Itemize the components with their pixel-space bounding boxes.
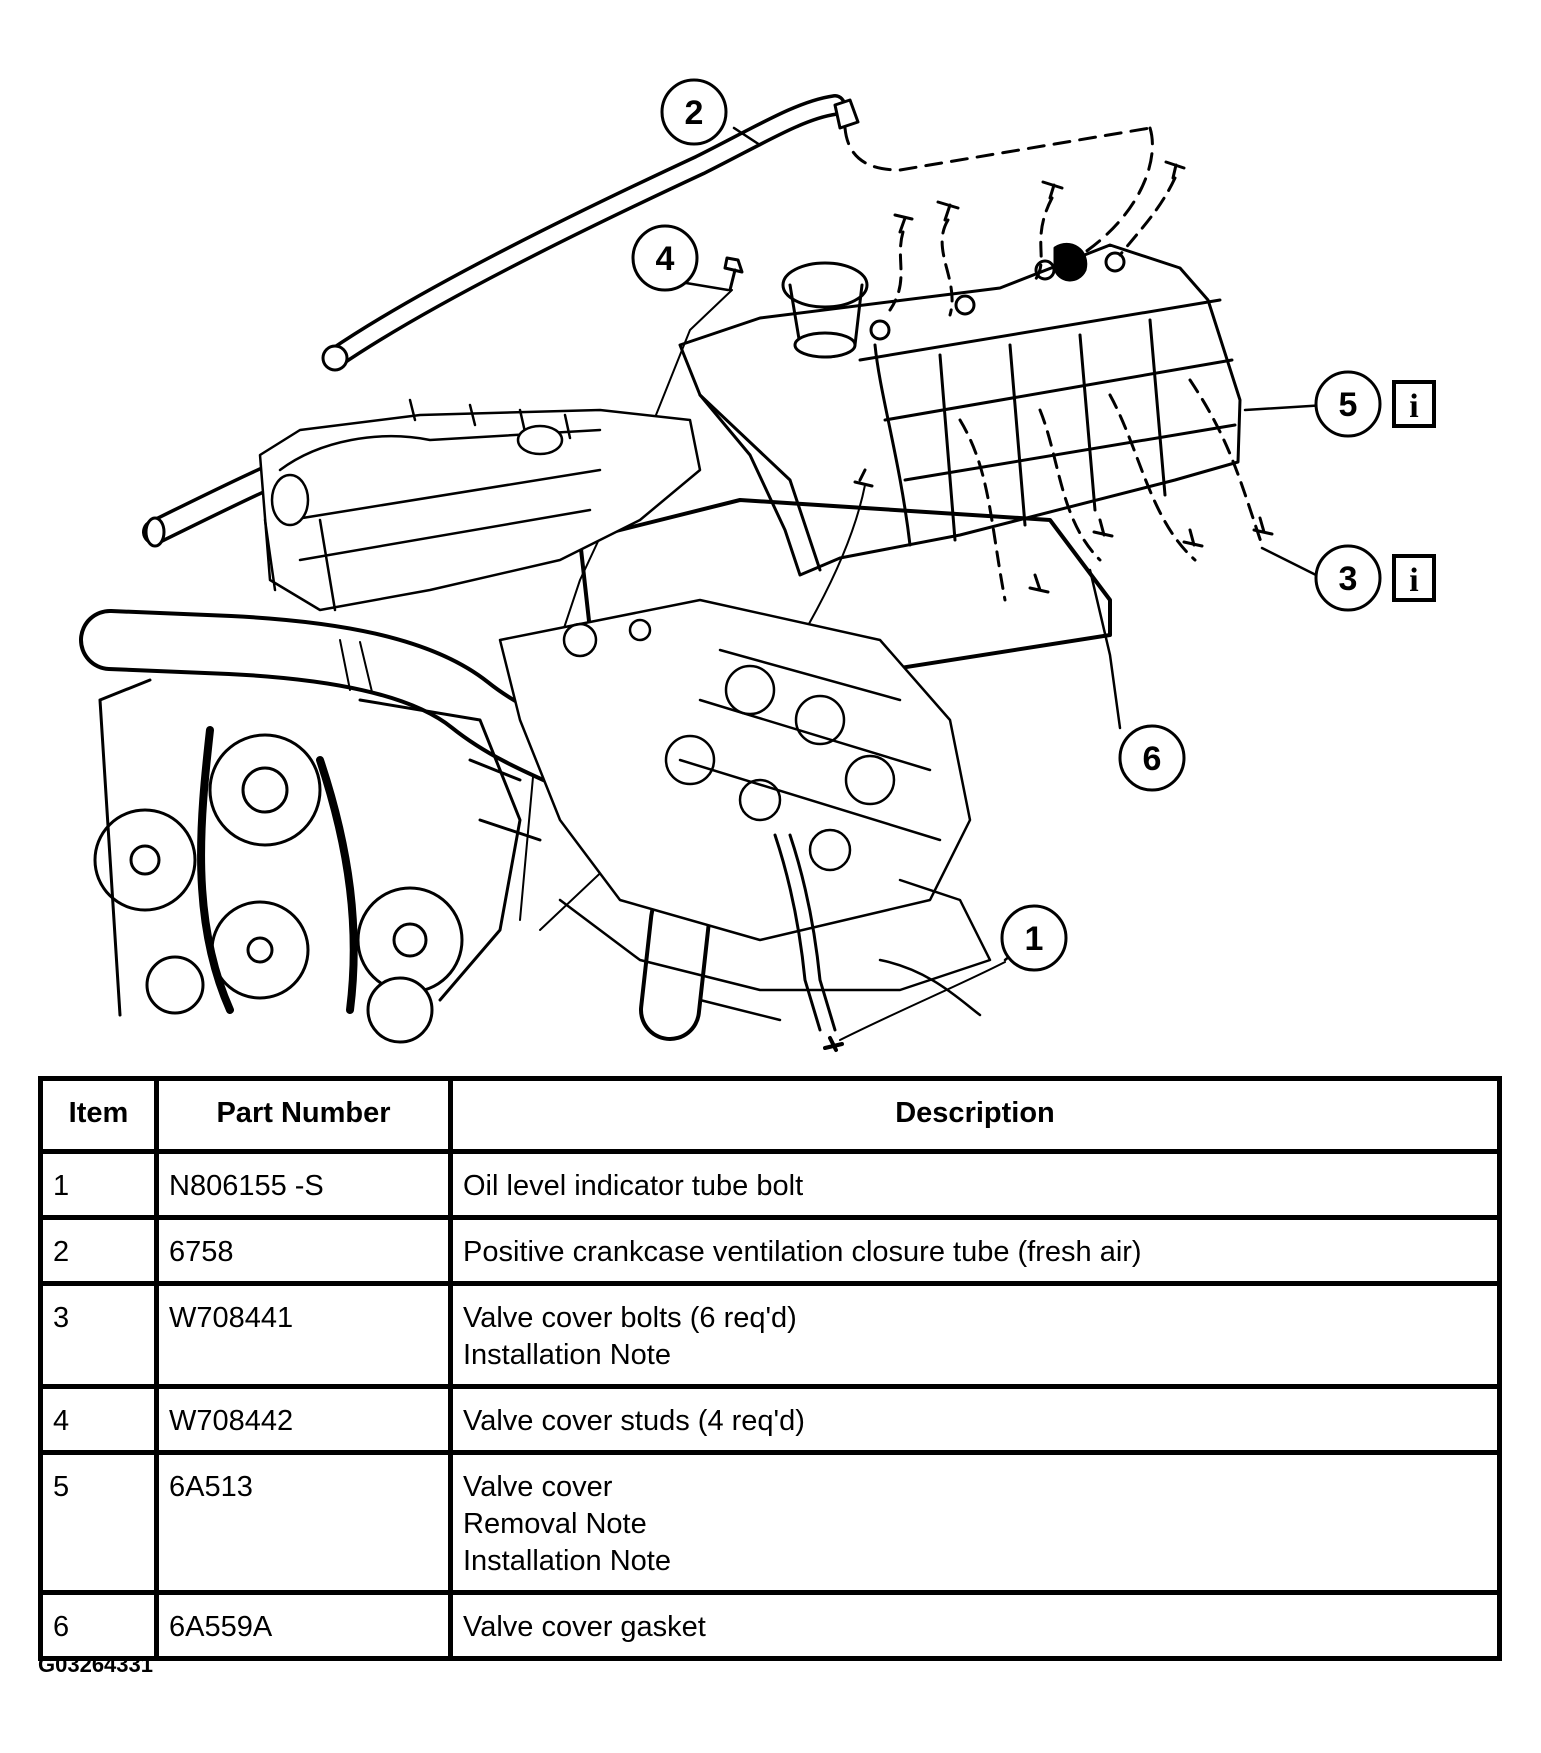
table-row: 4 W708442 Valve cover studs (4 req'd) <box>38 1384 1502 1455</box>
description-line: Installation Note <box>463 1545 671 1577</box>
description-line: Valve cover gasket <box>463 1611 706 1643</box>
valve-cover-bolts <box>958 378 1274 602</box>
svg-text:4: 4 <box>656 240 675 278</box>
callout-4: 4 <box>631 224 699 292</box>
cell-item: 6 <box>38 1590 159 1661</box>
description-line: Valve cover bolts (6 req'd) <box>463 1302 797 1334</box>
parts-table: Item Part Number Description 1 N806155 -… <box>38 1076 1502 1661</box>
callout-5-info-icon: i <box>1392 380 1436 428</box>
cell-description: Oil level indicator tube bolt <box>448 1149 1502 1220</box>
figure-id: G03264331 <box>38 1652 153 1677</box>
cell-part-number: W708441 <box>154 1281 453 1389</box>
svg-text:i: i <box>1409 562 1418 599</box>
callout-3: 3 <box>1314 544 1382 612</box>
cell-item: 3 <box>38 1281 159 1389</box>
cell-description: Valve cover gasket <box>448 1590 1502 1661</box>
callout-5: 5 <box>1314 370 1382 438</box>
svg-text:6: 6 <box>1143 740 1162 778</box>
cell-part-number: 6A559A <box>154 1590 453 1661</box>
header-item: Item <box>38 1076 159 1154</box>
cell-item: 5 <box>38 1450 159 1595</box>
description-line: Valve cover studs (4 req'd) <box>463 1405 805 1437</box>
description-line: Positive crankcase ventilation closure t… <box>463 1236 1142 1268</box>
cell-description: Valve cover bolts (6 req'd) Installation… <box>448 1281 1502 1389</box>
description-line: Valve cover <box>463 1471 613 1503</box>
header-part-number: Part Number <box>154 1076 453 1154</box>
table-row: 1 N806155 -S Oil level indicator tube bo… <box>38 1149 1502 1220</box>
table-row: 3 W708441 Valve cover bolts (6 req'd) In… <box>38 1281 1502 1389</box>
cell-item: 4 <box>38 1384 159 1455</box>
cell-item: 2 <box>38 1215 159 1286</box>
callout-2: 2 <box>660 78 728 146</box>
cylinder-head <box>498 598 972 942</box>
table-header-row: Item Part Number Description <box>38 1076 1502 1154</box>
table-row: 2 6758 Positive crankcase ventilation cl… <box>38 1215 1502 1286</box>
table-row: 6 6A559A Valve cover gasket <box>38 1590 1502 1661</box>
svg-text:2: 2 <box>685 94 704 132</box>
description-line: Oil level indicator tube bolt <box>463 1170 804 1202</box>
intake-manifold <box>258 398 702 612</box>
cell-part-number: N806155 -S <box>154 1149 453 1220</box>
description-line: Removal Note <box>463 1508 647 1540</box>
cell-item: 1 <box>38 1149 159 1220</box>
svg-text:5: 5 <box>1339 386 1358 424</box>
cell-part-number: 6A513 <box>154 1450 453 1595</box>
table-row: 5 6A513 Valve cover Removal Note Install… <box>38 1450 1502 1595</box>
cell-description: Valve cover studs (4 req'd) <box>448 1384 1502 1455</box>
cell-part-number: 6758 <box>154 1215 453 1286</box>
description-line: Installation Note <box>463 1339 671 1371</box>
header-description: Description <box>448 1076 1502 1154</box>
callout-6: 6 <box>1118 724 1186 792</box>
svg-text:3: 3 <box>1339 560 1358 598</box>
valve-cover <box>678 242 1242 577</box>
svg-text:1: 1 <box>1025 920 1044 958</box>
accessory-drive <box>93 678 542 1044</box>
engine-block-lower <box>558 878 992 1022</box>
svg-text:i: i <box>1409 388 1418 425</box>
cell-description: Positive crankcase ventilation closure t… <box>448 1215 1502 1286</box>
callout-3-info-icon: i <box>1392 554 1436 602</box>
pcv-closure-tube <box>321 94 1154 372</box>
cell-part-number: W708442 <box>154 1384 453 1455</box>
cell-description: Valve cover Removal Note Installation No… <box>448 1450 1502 1595</box>
oil-level-indicator-tube <box>773 833 1006 1052</box>
engine-exploded-diagram: 1 2 3 i 4 5 i 6 <box>79 78 1436 1052</box>
callout-1: 1 <box>1000 904 1068 972</box>
